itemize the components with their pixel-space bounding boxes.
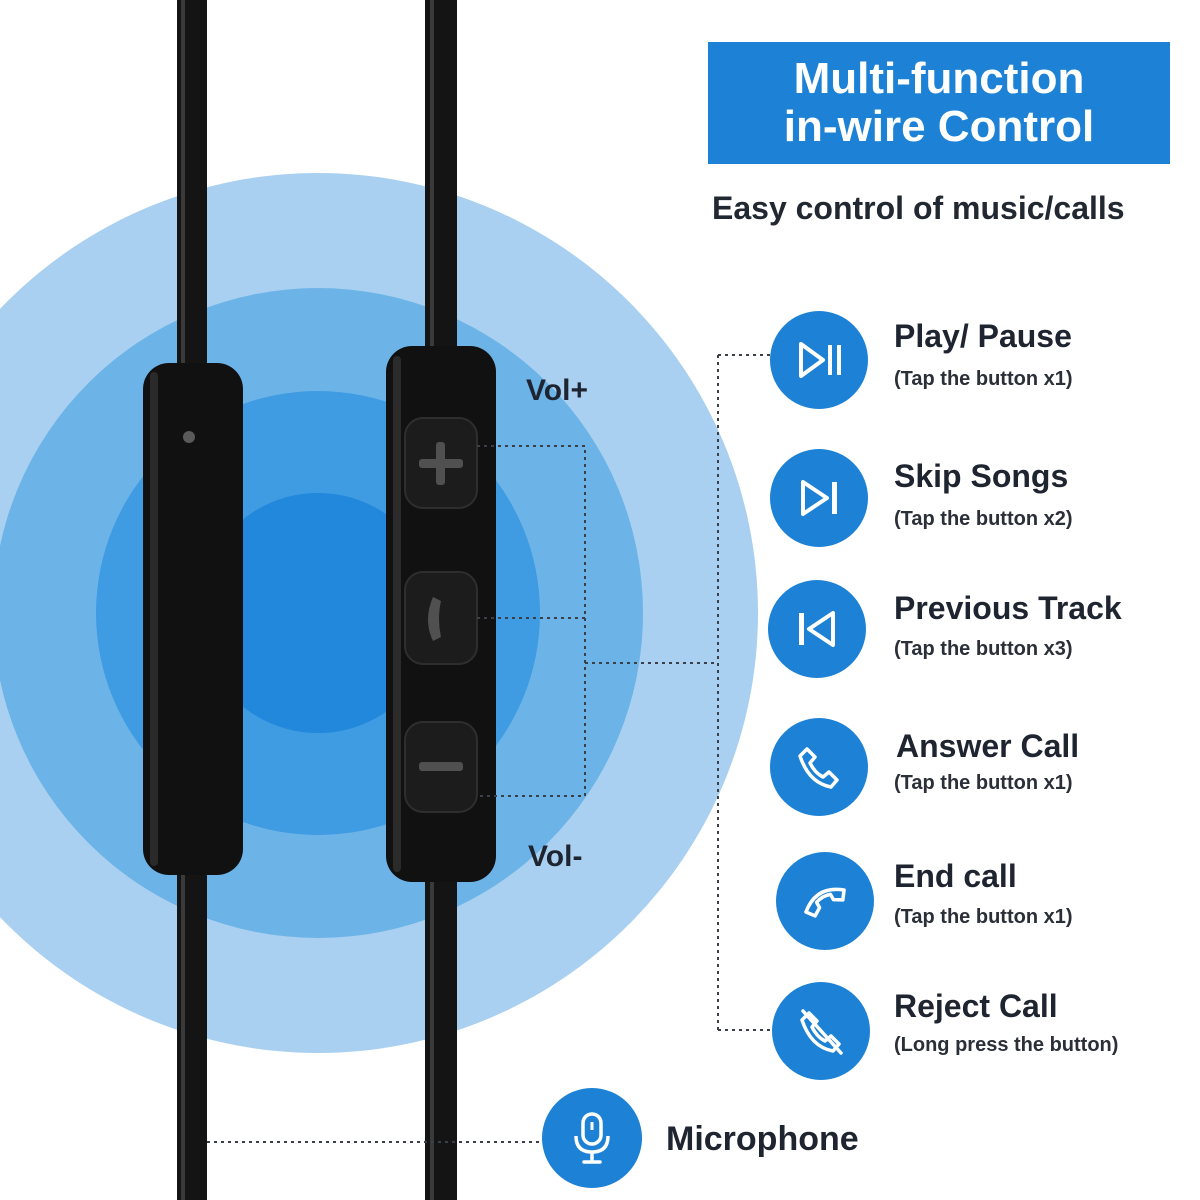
feature-title-skip-songs: Skip Songs — [894, 458, 1069, 494]
feature-subtitle-previous-track: (Tap the button x3) — [894, 638, 1073, 660]
feature-subtitle-answer-call: (Tap the button x1) — [894, 772, 1073, 794]
vol-plus-label: Vol+ — [526, 374, 588, 407]
play-pause-icon — [770, 311, 868, 409]
subtitle: Easy control of music/calls — [712, 190, 1125, 226]
vol-minus-label: Vol- — [528, 840, 583, 873]
multi-function-button — [404, 571, 478, 665]
microphone-icon — [542, 1088, 642, 1188]
skip-next-icon — [770, 449, 868, 547]
mic-housing — [143, 363, 243, 875]
reject-call-icon — [772, 982, 870, 1080]
title-banner: Multi-function in-wire Control — [708, 42, 1170, 164]
ring-core — [198, 493, 438, 733]
feature-title-reject-call: Reject Call — [894, 988, 1058, 1024]
feature-subtitle-end-call: (Tap the button x1) — [894, 906, 1073, 928]
title-line-1: Multi-function — [793, 54, 1085, 103]
feature-title-end-call: End call — [894, 858, 1017, 894]
feature-title-play-pause: Play/ Pause — [894, 318, 1072, 354]
feature-subtitle-skip-songs: (Tap the button x2) — [894, 508, 1073, 530]
skip-previous-icon — [768, 580, 866, 678]
connector-lines — [207, 354, 772, 1143]
feature-title-previous-track: Previous Track — [894, 590, 1122, 626]
feature-title-answer-call: Answer Call — [896, 728, 1080, 764]
feature-subtitle-play-pause: (Tap the button x1) — [894, 368, 1073, 390]
feature-subtitle-reject-call: (Long press the button) — [894, 1034, 1119, 1056]
microphone-label: Microphone — [666, 1120, 859, 1158]
title-line-2: in-wire Control — [783, 102, 1095, 151]
end-call-icon — [776, 852, 874, 950]
mic-hole — [183, 431, 195, 443]
phone-icon — [770, 718, 868, 816]
